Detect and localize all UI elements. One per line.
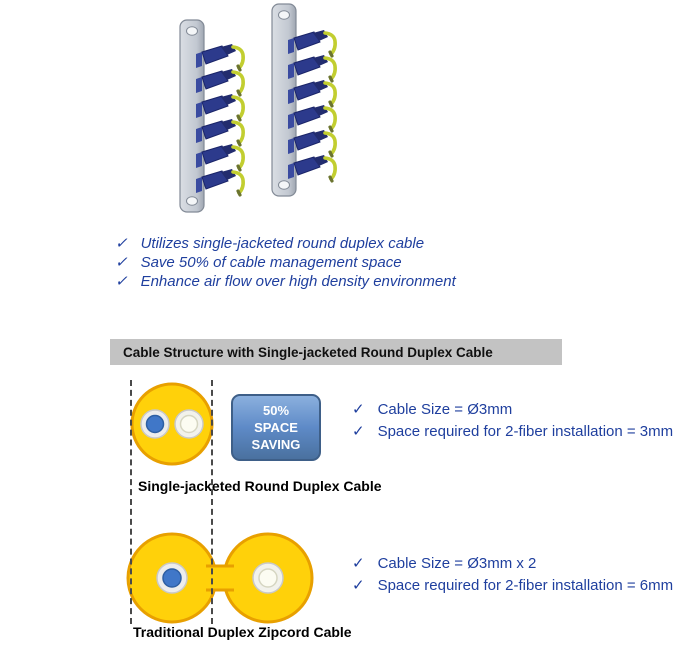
section-title: Cable Structure with Single-jacketed Rou… (123, 344, 493, 360)
checklist-item: ✓ Cable Size = Ø3mm x 2 (352, 556, 673, 571)
feature-text: Utilizes single-jacketed round duplex ca… (140, 235, 425, 252)
checklist-item: ✓ Cable Size = Ø3mm (352, 402, 673, 417)
zipcord-checklist: ✓ Cable Size = Ø3mm x 2 ✓ Space required… (352, 556, 673, 600)
checklist-item: ✓ Space required for 2-fiber installatio… (352, 578, 673, 593)
checkmark-icon: ✓ (352, 401, 365, 418)
checkmark-icon: ✓ (352, 555, 365, 572)
zipcord-cable-diagram (126, 532, 314, 624)
dashed-measure-line-left (130, 380, 132, 624)
connector-art (179, 3, 337, 213)
dashed-measure-line-right (211, 380, 213, 624)
checklist-text: Space required for 2-fiber installation … (377, 577, 674, 594)
badge-line: 50% (262, 403, 290, 418)
checkmark-icon: ✓ (115, 273, 128, 290)
checklist-text: Cable Size = Ø3mm (377, 401, 513, 418)
checkmark-icon: ✓ (115, 254, 128, 271)
feature-item: ✓ Utilizes single-jacketed round duplex … (115, 236, 456, 251)
zipcord-caption: Traditional Duplex Zipcord Cable (133, 624, 352, 640)
checklist-text: Space required for 2-fiber installation … (377, 423, 674, 440)
left-connector-panel (179, 19, 245, 213)
badge-line: SAVING (251, 437, 301, 452)
feature-text: Save 50% of cable management space (140, 254, 402, 271)
feature-item: ✓ Save 50% of cable management space (115, 255, 456, 270)
round-duplex-caption: Single-jacketed Round Duplex Cable (138, 478, 382, 494)
checklist-text: Cable Size = Ø3mm x 2 (377, 555, 537, 572)
right-connector-panel (271, 3, 337, 197)
badge-line: SPACE (254, 420, 298, 435)
fiber-connector-panels-image (150, 0, 380, 220)
round-duplex-checklist: ✓ Cable Size = Ø3mm ✓ Space required for… (352, 402, 673, 446)
checkmark-icon: ✓ (115, 235, 128, 252)
checkmark-icon: ✓ (352, 577, 365, 594)
white-fiber-circle (179, 414, 199, 434)
round-duplex-cable-diagram (130, 382, 214, 466)
checkmark-icon: ✓ (352, 423, 365, 440)
blue-fiber-circle (145, 414, 165, 434)
feature-list: ✓ Utilizes single-jacketed round duplex … (115, 236, 456, 293)
checklist-item: ✓ Space required for 2-fiber installatio… (352, 424, 673, 439)
white-fiber-circle (258, 568, 278, 588)
space-saving-badge: 50% SPACE SAVING (231, 394, 321, 461)
feature-item: ✓ Enhance air flow over high density env… (115, 274, 456, 289)
section-header: Cable Structure with Single-jacketed Rou… (110, 339, 562, 365)
feature-text: Enhance air flow over high density envir… (140, 273, 456, 290)
blue-fiber-circle (162, 568, 182, 588)
